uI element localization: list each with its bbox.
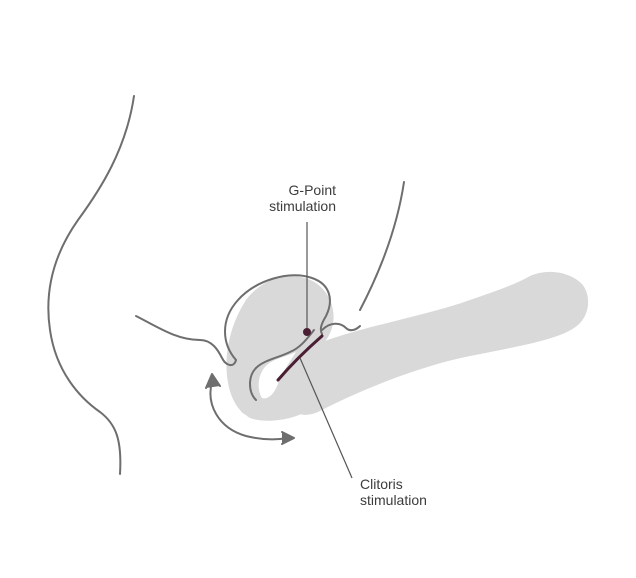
device	[226, 271, 589, 421]
inner-wall-line	[249, 329, 315, 401]
canal-outline	[224, 274, 331, 361]
motion-arrow-curve	[209, 381, 289, 441]
mons-line	[321, 322, 361, 332]
g-point-label: G-Point stimulation	[236, 182, 336, 214]
arrowhead-right-icon	[281, 431, 295, 445]
arrowhead-up-icon	[205, 373, 221, 389]
perineum-line	[135, 315, 237, 366]
front-line	[359, 181, 405, 311]
g-point-marker-dot	[303, 328, 311, 336]
device-shaft	[287, 271, 589, 415]
clitoris-leader-line	[299, 357, 353, 479]
device-notch	[258, 352, 296, 399]
g-point-label-line2: stimulation	[269, 198, 336, 214]
motion-arrow	[205, 373, 295, 445]
clitoris-stimulation-mark	[276, 334, 324, 382]
clitoris-label-line1: Clitoris	[360, 476, 403, 492]
back-curve-line	[47, 95, 135, 475]
clitoris-label-line2: stimulation	[360, 492, 427, 508]
g-point-label-line1: G-Point	[288, 182, 336, 198]
clitoris-label: Clitoris stimulation	[360, 476, 470, 508]
body-outline	[47, 95, 405, 475]
